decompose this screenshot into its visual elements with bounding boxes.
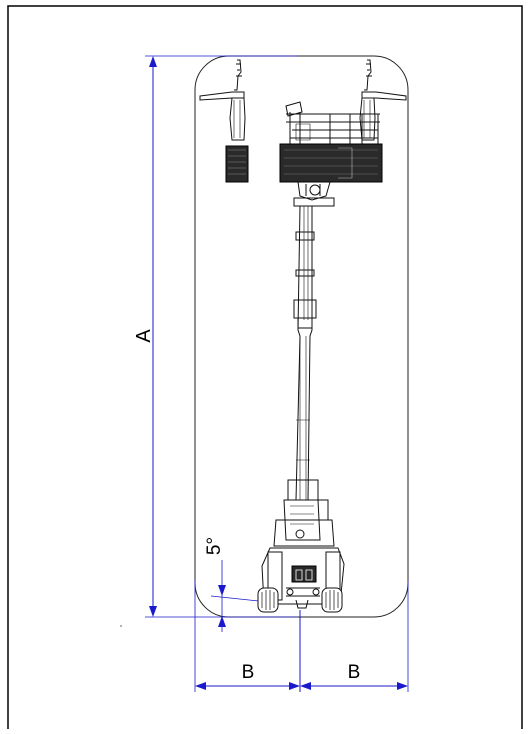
- dimension-b-right-label: B: [348, 662, 361, 683]
- platform-rotator: [293, 181, 335, 207]
- platform-basket: [279, 143, 383, 183]
- tilt-angle-indicator: 5°: [120, 537, 269, 632]
- dimension-a-bottom-arrow: [149, 606, 157, 617]
- telescopic-mast: [293, 205, 317, 501]
- tilt-arrow: [218, 585, 226, 596]
- left-platform-end: [225, 145, 249, 183]
- dimension-b-arrow: [289, 682, 300, 690]
- dimension-a-label: A: [133, 329, 155, 343]
- tilt-arrow: [218, 616, 226, 627]
- dimension-b: B B: [194, 580, 409, 692]
- dimension-b-arrow: [300, 682, 311, 690]
- tilt-angle-label: 5°: [204, 537, 225, 555]
- stray-dot: [120, 625, 122, 627]
- dimension-a: A: [133, 55, 298, 618]
- right-wheel: [321, 587, 343, 613]
- dimension-b-arrow: [397, 682, 408, 690]
- dimension-b-arrow: [195, 682, 206, 690]
- operator-figure-left: [199, 59, 246, 141]
- dimension-b-left-label: B: [242, 662, 255, 683]
- dimension-a-top-arrow: [149, 56, 157, 67]
- machine-turret: [273, 479, 335, 547]
- page-border: [7, 5, 523, 734]
- platform-guardrail: [285, 101, 380, 146]
- working-envelope-outline: [194, 55, 409, 618]
- operator-figure-right: [359, 59, 407, 141]
- left-wheel: [257, 587, 279, 613]
- lift-machine: [199, 59, 407, 613]
